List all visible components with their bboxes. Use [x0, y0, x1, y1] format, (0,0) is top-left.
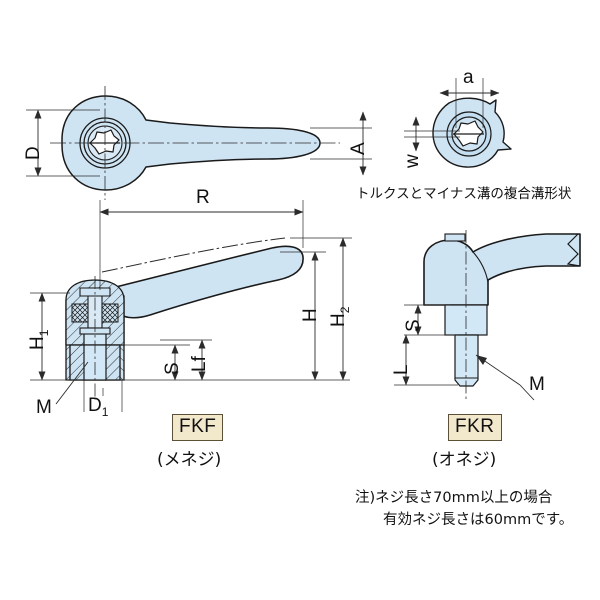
dim-label-w: w [402, 154, 423, 168]
note-line-1: 注)ネジ長さ70mm以上の場合 [355, 490, 553, 506]
dim-label-H1-sub: 1 [36, 329, 51, 337]
fkr-arm-crease [472, 251, 489, 283]
part-thread-type-fkf: (メネジ) [157, 450, 222, 470]
dim-label-H2-sub: 2 [337, 306, 352, 314]
dim-label-S-fkf: S [162, 362, 183, 375]
torx-detail-caption: トルクスとマイナス溝の複合溝形状 [356, 186, 572, 202]
dim-label-R: R [196, 187, 210, 208]
dim-label-D1-sub: 1 [101, 404, 109, 419]
dim-label-S-fkr: S [403, 319, 424, 332]
fkf-serration-band-right [101, 303, 119, 323]
dim-label-M-fkr: M [529, 374, 545, 395]
dim-label-Lf: Lf [189, 356, 210, 372]
fkf-lever-arm [111, 245, 304, 319]
fkr-view-group [394, 230, 581, 401]
part-code-fkf: FKF [172, 414, 224, 441]
fkf-view-group [30, 200, 352, 412]
fkr-lever-body [423, 233, 581, 306]
torx-detail-group [404, 78, 512, 168]
part-thread-type-fkr: (オネジ) [432, 450, 497, 470]
top-view-group [26, 86, 372, 200]
dim-label-A: A [348, 142, 369, 155]
dim-label-H: H [300, 308, 321, 322]
note-line-2: 有効ネジ長さは60mmです。 [383, 512, 574, 528]
m-leader-line-fkf [55, 361, 89, 405]
dim-label-L-fkr: L [391, 364, 412, 375]
dim-label-H1: H1 [27, 329, 51, 350]
lever-phantom-arc [101, 237, 286, 273]
fkf-serration-band-left [71, 303, 89, 323]
fkr-top-tab [444, 233, 466, 242]
m-leader-foot-fkr [519, 384, 535, 401]
dim-label-H2-main: H [328, 313, 349, 327]
m-leader-arrow-fkr [476, 355, 487, 365]
part-code-fkr: FKR [448, 414, 502, 441]
dim-label-H1-main: H [27, 336, 48, 350]
fkr-threaded-stud [454, 334, 479, 387]
fkr-arm-tip-break [566, 233, 581, 267]
dim-label-D1: D1 [88, 396, 108, 418]
dim-label-H2: H2 [328, 306, 352, 327]
dim-label-D: D [23, 146, 44, 160]
dim-label-a: a [463, 67, 474, 88]
dim-label-D1-main: D [88, 395, 102, 416]
dim-label-M-fkf: M [36, 397, 52, 418]
